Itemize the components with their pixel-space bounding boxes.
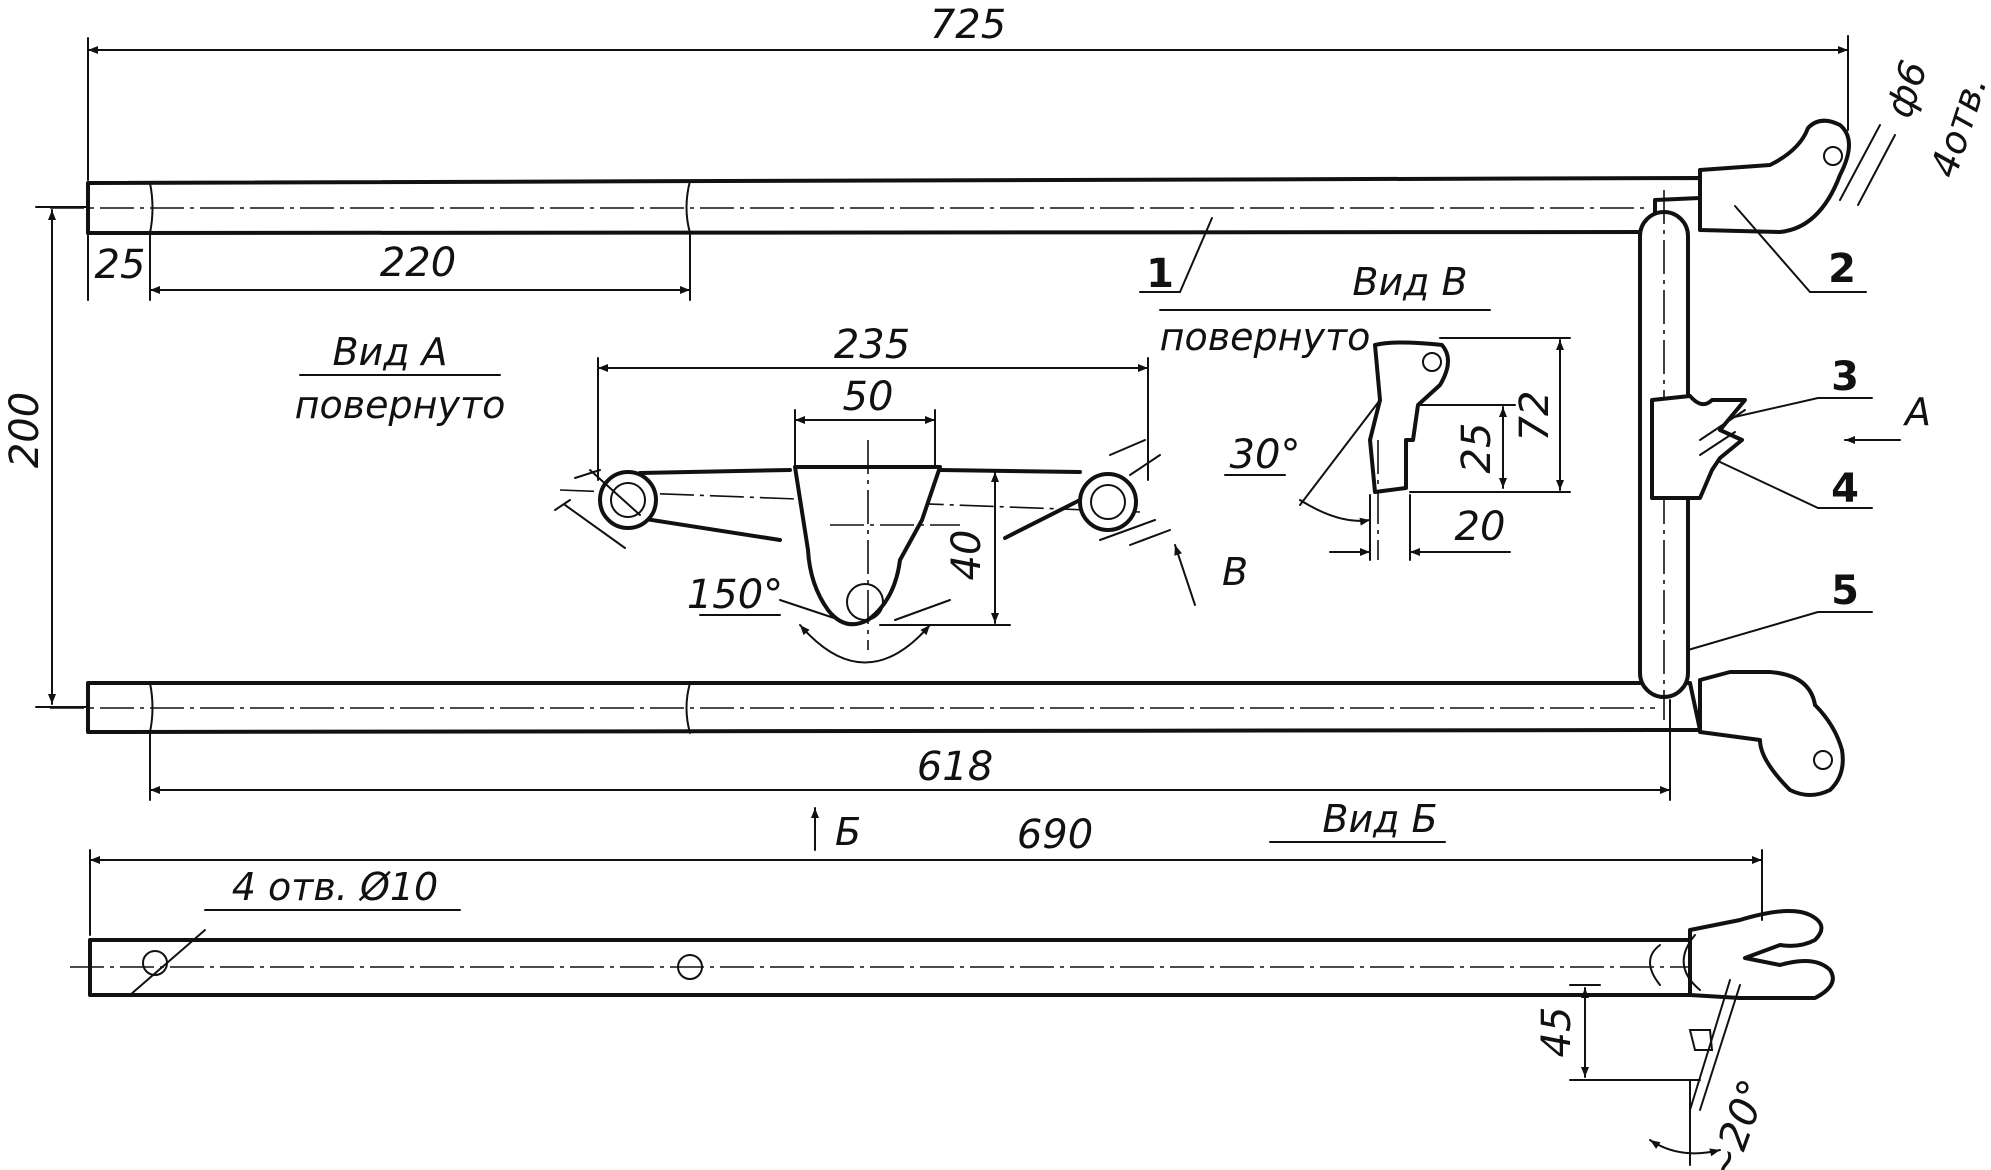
- svg-text:Б: Б: [835, 810, 861, 854]
- view-a: Вид А повернуто 235 50 40: [295, 322, 1248, 664]
- dim-72-label: 72: [1512, 391, 1558, 442]
- bottom-rod: [50, 670, 1845, 797]
- position-4: 4: [1719, 461, 1873, 512]
- dim-50-label: 50: [843, 374, 894, 420]
- dim-width: 200: [2, 206, 89, 708]
- view-v: Вид В повернуто 72 25 20 30°: [1159, 260, 1571, 561]
- svg-text:1: 1: [1146, 251, 1174, 297]
- plan-view: 725 200 25 220 618 1: [2, 2, 1991, 801]
- dim-725-label: 725: [930, 2, 1006, 48]
- dim-30-label: 30°: [1230, 432, 1301, 478]
- bottom-view-fitting: [1688, 909, 1835, 1000]
- dim-20deg-label: ~20°: [1698, 1074, 1777, 1170]
- dim-235-label: 235: [834, 322, 910, 368]
- svg-text:В: В: [1222, 550, 1248, 594]
- dim-40-label: 40: [944, 530, 990, 581]
- svg-text:3: 3: [1831, 354, 1859, 400]
- svg-text:5: 5: [1831, 568, 1859, 614]
- dim-618-label: 618: [917, 744, 993, 790]
- large-hole-callout: 4 отв. Ø10: [232, 865, 438, 909]
- view-v-title: Вид В: [1352, 260, 1467, 304]
- dim-20-label: 20: [1455, 504, 1506, 550]
- dim-inner-span: 618: [149, 699, 1671, 801]
- top-rod: [50, 118, 1851, 235]
- view-a-note: повернуто: [295, 383, 506, 427]
- dim-200-label: 200: [2, 392, 48, 468]
- svg-text:А: А: [1902, 390, 1931, 434]
- dim-overall-length: 725: [87, 2, 1849, 181]
- view-a-title: Вид А: [332, 330, 447, 374]
- view-a-arrow: А: [1844, 390, 1931, 444]
- dim-690-label: 690: [1017, 812, 1093, 858]
- dim-end-offsets: 25 220: [87, 232, 691, 301]
- hook-3-4: [1650, 394, 1747, 500]
- position-2: 2: [1734, 205, 1867, 293]
- view-b: Вид Б Б 690 4 отв. Ø10 45 ~20°: [70, 797, 1835, 1170]
- dim-220-label: 220: [380, 240, 456, 286]
- position-3: 3: [1729, 354, 1873, 419]
- position-1: 1: [1139, 217, 1213, 297]
- hole-count-label: 4отв.: [1922, 70, 1991, 183]
- position-5: 5: [1687, 568, 1873, 651]
- hook-profile: [1368, 340, 1450, 494]
- view-b-title: Вид Б: [1322, 797, 1437, 841]
- view-v-note: повернуто: [1160, 315, 1371, 359]
- small-hole-callout: ф6 4отв.: [1839, 55, 1991, 206]
- dim-25-hook-label: 25: [1454, 423, 1500, 474]
- dim-150-label: 150°: [687, 572, 783, 618]
- svg-text:4: 4: [1831, 466, 1859, 512]
- dim-45-label: 45: [1534, 1007, 1580, 1058]
- svg-text:2: 2: [1828, 246, 1856, 292]
- end-bracket-top: [1698, 118, 1851, 234]
- hole-diameter-label: ф6: [1877, 55, 1936, 122]
- dim-25-label: 25: [95, 242, 146, 288]
- end-bracket-bottom: [1698, 670, 1845, 797]
